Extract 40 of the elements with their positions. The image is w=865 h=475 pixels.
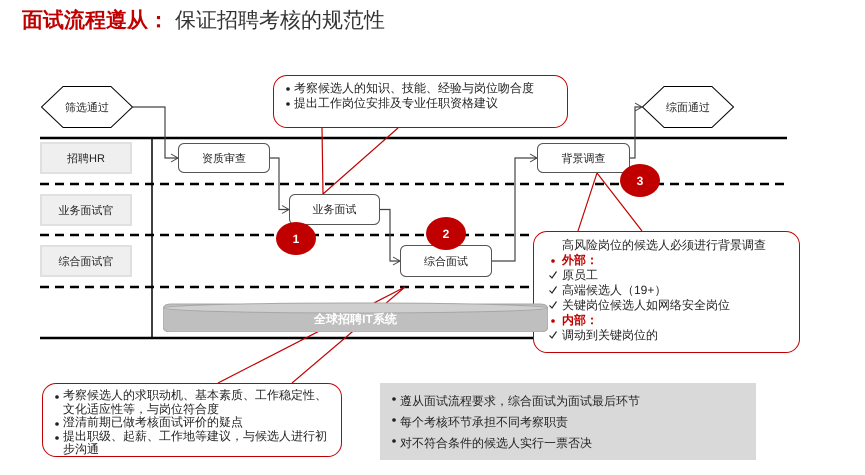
bullet-item: 每个考核环节承担不同考察职责 <box>400 415 568 429</box>
lane-label: 业务面试官 <box>40 194 132 226</box>
bullet-item: 考察候选人的求职动机、基本素质、工作稳定性、文化适应性等，与岗位符合度 <box>63 388 327 416</box>
process-box: 综合面试 <box>400 245 492 277</box>
check-item: 关键岗位候选人如网络安全岗位 <box>562 298 730 312</box>
bullet-item: 遵从面试流程要求，综合面试为面试最后环节 <box>400 394 640 408</box>
arrow <box>270 157 290 214</box>
check-item: 调动到关键岗位的 <box>562 328 658 342</box>
terminal-hexagon: 筛选通过 <box>41 86 133 128</box>
arrow <box>492 154 538 262</box>
process-box: 业务面试 <box>289 194 380 225</box>
step-badge: 3 <box>620 164 660 197</box>
lane-label: 综合面试官 <box>40 245 132 277</box>
process-box: 背景调查 <box>537 143 630 173</box>
callout-pointer <box>577 172 643 232</box>
arrow <box>133 106 178 162</box>
bullet-item: 考察候选人的知识、技能、经验与岗位吻合度 <box>294 81 534 95</box>
arrow <box>630 102 642 159</box>
callout-heading: 高风险岗位的候选人必须进行背景调查 <box>562 238 766 252</box>
section-heading: 外部： <box>562 253 598 267</box>
callout-box <box>42 383 342 457</box>
callout-pointer <box>321 127 399 195</box>
check-item: 原员工 <box>562 268 598 282</box>
title: 面试流程遵从： 保证招聘考核的规范性 <box>22 8 385 34</box>
bullet-item: 澄清前期已做考核面试评价的疑点 <box>63 415 243 429</box>
note-panel <box>380 383 756 460</box>
callout-box <box>533 231 800 353</box>
step-badge: 1 <box>276 222 316 255</box>
terminal-hexagon: 综面通过 <box>642 86 734 128</box>
bullet-item: 对不符合条件的候选人实行一票否决 <box>400 436 592 450</box>
step-badge: 2 <box>426 217 466 250</box>
callout-box <box>273 75 568 128</box>
lane-label: 招聘HR <box>40 142 132 174</box>
check-item: 高端候选人（19+） <box>562 283 666 297</box>
arrow <box>380 208 400 266</box>
bullet-item: 提出工作岗位安排及专业任职资格建议 <box>294 96 498 110</box>
callout-pointer <box>217 286 406 384</box>
bullet-item: 提出职级、起薪、工作地等建议，与候选人进行初步沟通 <box>63 428 327 456</box>
process-box: 资质审查 <box>178 143 270 173</box>
section-heading: 内部： <box>562 313 598 327</box>
